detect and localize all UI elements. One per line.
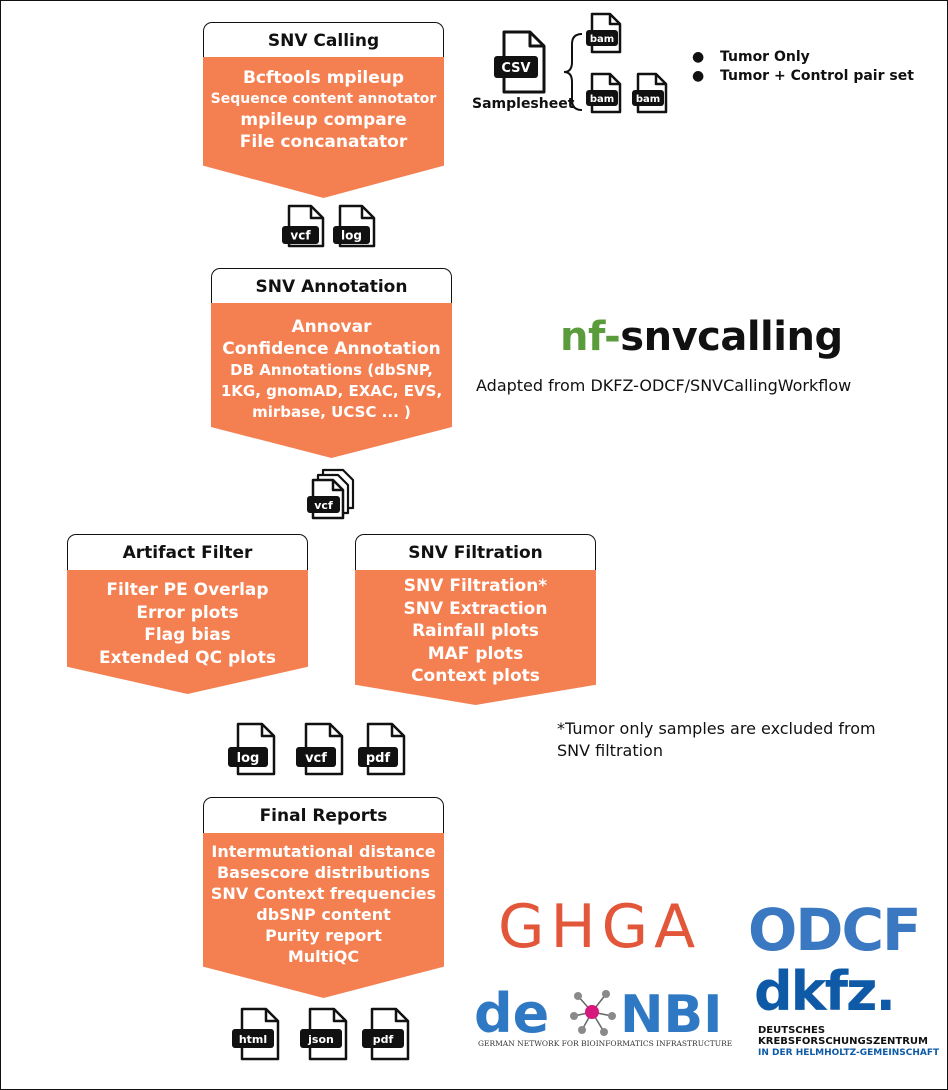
artifact-filter-item: Extended QC plots: [99, 647, 276, 668]
artifact-filter-title: Artifact Filter: [122, 543, 253, 563]
final-reports-item: Basescore distributions: [216, 863, 431, 882]
final-reports-title: Final Reports: [259, 806, 388, 826]
bam-label: bam: [636, 94, 660, 105]
file-label: log: [341, 229, 362, 243]
network-icon: [570, 990, 616, 1036]
file-label: pdf: [373, 1033, 394, 1046]
snv-filtration-item: MAF plots: [427, 643, 524, 664]
file-label: pdf: [366, 751, 391, 766]
dkfz-text: dkfz.: [754, 962, 894, 1023]
dkfz-line: KREBSFORSCHUNGSZENTRUM: [758, 1036, 928, 1047]
log-file-icon: log: [332, 204, 382, 252]
dkfz-logo: dkfz. DEUTSCHES KREBSFORSCHUNGSZENTRUM I…: [754, 960, 944, 1070]
input-bullet: ● Tumor Only: [692, 49, 810, 65]
file-label: vcf: [314, 499, 333, 512]
bam-label: bam: [590, 34, 614, 45]
samplesheet-label: Samplesheet: [472, 96, 575, 112]
final-reports-item: Intermutational distance: [211, 842, 436, 861]
bam-file-icon: bam: [584, 72, 624, 120]
input-bullet: ● Tumor + Control pair set: [692, 68, 914, 84]
ghga-logo: GHGA: [498, 892, 702, 962]
pipeline-title: nf-snvcalling: [560, 314, 843, 360]
snv-filtration-arrow: SNV Filtration* SNV Extraction Rainfall …: [355, 570, 596, 705]
vcf-stack-icon: vcf: [303, 468, 361, 526]
snv-calling-item: mpileup compare: [240, 110, 407, 130]
log-file-icon: log: [226, 722, 282, 782]
snv-filtration-item: SNV Filtration*: [403, 576, 548, 596]
odcf-text: ODCF: [748, 898, 920, 958]
file-label: json: [307, 1033, 334, 1046]
vcf-file-icon: vcf: [281, 204, 331, 252]
final-reports-item: Purity report: [265, 926, 382, 945]
bullet-text: Tumor + Control pair set: [720, 68, 914, 84]
bullet-text: Tumor Only: [720, 49, 810, 65]
title-name: snvcalling: [620, 314, 843, 360]
snv-calling-item: Sequence content annotator: [210, 91, 437, 107]
final-reports-item: SNV Context frequencies: [210, 884, 437, 903]
pdf-file-icon: pdf: [356, 722, 412, 782]
footnote-line: SNV filtration: [557, 741, 663, 760]
dkfz-line: DEUTSCHES: [758, 1025, 825, 1036]
bam-file-icon: bam: [584, 12, 624, 60]
final-reports-item: dbSNP content: [256, 905, 391, 924]
artifact-filter-item: Flag bias: [144, 625, 231, 645]
snv-annotation-item: DB Annotations (dbSNP,: [230, 361, 433, 379]
footnote: *Tumor only samples are excluded from SN…: [557, 718, 876, 762]
artifact-filter-arrow: Filter PE Overlap Error plots Flag bias …: [67, 570, 308, 694]
json-file-icon: json: [298, 1007, 354, 1067]
bam-file-icon: bam: [630, 72, 670, 120]
final-reports-arrow: Intermutational distance Basescore distr…: [203, 833, 444, 998]
bam-label: bam: [590, 94, 614, 105]
snv-filtration-item: Rainfall plots: [412, 621, 539, 641]
denbi-logo: de NBI GERMAN NETWORK FOR BIOINFORMATICS…: [474, 978, 738, 1054]
snv-calling-item: File concanatator: [239, 132, 408, 152]
snv-calling-title: SNV Calling: [267, 31, 380, 51]
snv-annotation-header: SNV Annotation: [211, 268, 452, 303]
file-label: html: [239, 1033, 267, 1046]
denbi-right: NBI: [620, 985, 723, 1045]
footnote-line: *Tumor only samples are excluded from: [557, 719, 876, 738]
dkfz-line: IN DER HELMHOLTZ-GEMEINSCHAFT: [758, 1048, 940, 1058]
snv-filtration-item: Context plots: [411, 666, 540, 686]
odcf-logo: ODCF: [748, 896, 942, 964]
file-label: log: [237, 751, 260, 766]
snv-annotation-arrow: Annovar Confidence Annotation DB Annotat…: [211, 303, 452, 458]
snv-calling-header: SNV Calling: [203, 22, 444, 57]
vcf-file-icon: vcf: [294, 722, 350, 782]
file-label: vcf: [290, 229, 311, 243]
snv-annotation-item: Annovar: [291, 317, 372, 337]
snv-annotation-item: mirbase, UCSC ... ): [252, 403, 411, 421]
artifact-filter-item: Error plots: [136, 602, 239, 623]
snv-filtration-header: SNV Filtration: [355, 534, 596, 570]
snv-annotation-title: SNV Annotation: [255, 277, 408, 297]
denbi-tagline: GERMAN NETWORK FOR BIOINFORMATICS INFRAS…: [478, 1039, 732, 1048]
denbi-left: de: [474, 982, 549, 1045]
bullet-dot: ●: [692, 49, 705, 65]
artifact-filter-item: Filter PE Overlap: [106, 580, 269, 600]
snv-calling-arrow: Bcftools mpileup Sequence content annota…: [203, 57, 444, 198]
pdf-file-icon: pdf: [360, 1007, 416, 1067]
csv-label: CSV: [501, 61, 530, 76]
final-reports-item: MultiQC: [287, 947, 360, 966]
snv-annotation-item: 1KG, gnomAD, EXAC, EVS,: [220, 382, 443, 400]
html-file-icon: html: [230, 1007, 286, 1067]
bullet-dot: ●: [692, 68, 705, 84]
artifact-filter-header: Artifact Filter: [67, 534, 308, 570]
snv-filtration-title: SNV Filtration: [408, 543, 543, 563]
title-prefix: nf-: [560, 314, 621, 360]
curly-brace: [562, 32, 586, 116]
snv-annotation-item: Confidence Annotation: [222, 339, 441, 359]
final-reports-header: Final Reports: [203, 797, 444, 833]
file-label: vcf: [305, 751, 327, 766]
snv-filtration-item: SNV Extraction: [403, 598, 548, 619]
snv-calling-item: Bcftools mpileup: [242, 68, 405, 88]
csv-file-icon: CSV: [490, 30, 552, 100]
pipeline-subtitle: Adapted from DKFZ-ODCF/SNVCallingWorkflo…: [476, 376, 852, 395]
